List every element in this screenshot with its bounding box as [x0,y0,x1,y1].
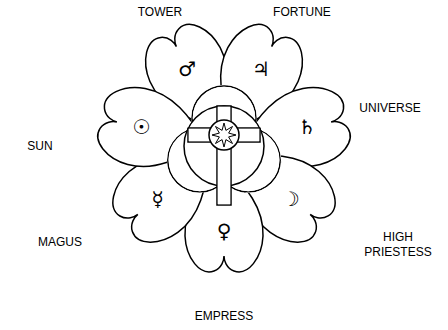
planet-symbol: ♄ [298,117,316,137]
planet-symbol: ♃ [252,59,270,79]
planet-symbol: ☿ [151,189,163,209]
arcana-label: EMPRESS [195,309,254,324]
arcana-label: UNIVERSE [359,100,420,115]
arcana-label: TOWER [138,5,182,20]
petal-node: SUN☉ [92,70,212,190]
arcana-label: SUN [27,138,52,153]
planet-symbol: ☽ [281,189,299,209]
arcana-label: MAGUS [38,234,82,249]
petal-outline [92,70,212,190]
planet-symbol: ♂ [178,59,196,79]
planet-symbol: ♀ [217,221,232,241]
arcana-label: FORTUNE [273,5,331,20]
arcana-label: HIGH PRIESTESS [358,230,438,260]
planet-symbol: ☉ [132,117,150,137]
